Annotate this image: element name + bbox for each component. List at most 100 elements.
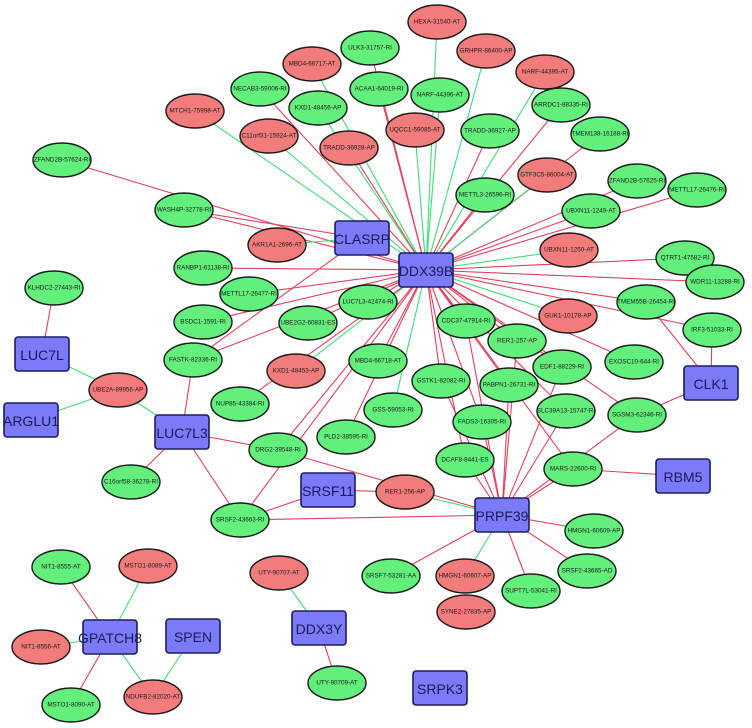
- node-ellipse[interactable]: [118, 548, 178, 584]
- node-srsf2-43665-ad[interactable]: SRSF2-43665-AD: [557, 553, 617, 589]
- node-ellipse[interactable]: [561, 193, 621, 229]
- hub-luc7l3[interactable]: LUC7L3: [154, 414, 210, 450]
- node-ellipse[interactable]: [557, 553, 617, 589]
- node-ellipse[interactable]: [532, 349, 592, 385]
- node-tradd-36928-ap[interactable]: TRADD-36928-AP: [319, 130, 379, 166]
- node-ellipse[interactable]: [348, 343, 408, 379]
- node-zfand2b-57624-ri[interactable]: ZFAND2B-57624-RI: [32, 142, 92, 178]
- node-ellipse[interactable]: [210, 502, 270, 538]
- node-ellipse[interactable]: [239, 118, 299, 154]
- hub-box[interactable]: [82, 619, 138, 655]
- node-hexa-31540-at[interactable]: HEXA-31540-AT: [407, 4, 467, 40]
- hub-prpf39[interactable]: PRPF39: [474, 497, 530, 533]
- node-ellipse[interactable]: [266, 353, 326, 389]
- node-ellipse[interactable]: [319, 130, 379, 166]
- node-ellipse[interactable]: [31, 549, 91, 585]
- node-acaa1-64019-ri[interactable]: ACAA1-64019-RI: [349, 71, 409, 107]
- node-ellipse[interactable]: [487, 323, 547, 359]
- node-ellipse[interactable]: [410, 77, 470, 113]
- node-qtrt1-47582-ri[interactable]: QTRT1-47582-RI: [655, 240, 715, 276]
- node-narf-44396-at[interactable]: NARF-44396-AT: [410, 77, 470, 113]
- node-ellipse[interactable]: [667, 172, 727, 208]
- node-kxd1-48456-ap[interactable]: KXD1-48456-AP: [288, 90, 348, 126]
- node-ellipse[interactable]: [456, 33, 516, 69]
- node-ellipse[interactable]: [455, 177, 515, 213]
- node-gtf3c5-86004-at[interactable]: GTF3C5-86004-AT: [517, 157, 577, 193]
- node-c16orf58-36278-ri[interactable]: C16orf58-36278-RI: [101, 464, 161, 500]
- hub-box[interactable]: [3, 402, 59, 438]
- node-tradd-36927-ap[interactable]: TRADD-36927-AP: [460, 113, 520, 149]
- hub-luc7l[interactable]: LUC7L: [14, 336, 70, 372]
- node-irf3-51033-ri[interactable]: IRF3-51033-RI: [682, 312, 742, 348]
- node-srsf7-53281-aa[interactable]: SRSF7-53281-AA: [361, 558, 421, 594]
- node-ellipse[interactable]: [363, 392, 423, 428]
- hub-ddx39b[interactable]: DDX39B: [398, 252, 454, 288]
- node-nit1-8555-at[interactable]: NIT1-8555-AT: [31, 549, 91, 585]
- node-ellipse[interactable]: [307, 665, 367, 701]
- node-grhpr-86400-ap[interactable]: GRHPR-86400-AP: [456, 33, 516, 69]
- node-gss-59053-ri[interactable]: GSS-59053-RI: [363, 392, 423, 428]
- node-ellipse[interactable]: [123, 679, 183, 715]
- hub-box[interactable]: [14, 336, 70, 372]
- node-ellipse[interactable]: [163, 342, 223, 378]
- hub-srpk3[interactable]: SRPK3: [412, 670, 468, 706]
- node-uty-90709-at[interactable]: UTY-90709-AT: [307, 665, 367, 701]
- node-ellipse[interactable]: [616, 284, 676, 320]
- node-ellipse[interactable]: [316, 419, 376, 455]
- node-ube2g2-60831-es[interactable]: UBE2G2-60831-ES: [278, 305, 338, 341]
- node-ellipse[interactable]: [349, 71, 409, 107]
- node-ellipse[interactable]: [24, 270, 84, 306]
- node-tmem55b-26454-ri[interactable]: TMEM55B-26454-RI: [616, 284, 676, 320]
- node-zfand2b-57625-ri[interactable]: ZFAND2B-57625-RI: [607, 163, 667, 199]
- node-ellipse[interactable]: [501, 573, 561, 609]
- node-ellipse[interactable]: [11, 629, 71, 665]
- node-ndufb2-82020-at[interactable]: NDUFB2-82020-AT: [123, 679, 183, 715]
- node-syne2-27835-ap[interactable]: SYNE2-27835-AP: [436, 594, 496, 630]
- node-mbd4-66717-at[interactable]: MBD4-66717-AT: [282, 46, 342, 82]
- node-ellipse[interactable]: [385, 112, 445, 148]
- node-ellipse[interactable]: [435, 442, 495, 478]
- node-mettl17-26477-ri[interactable]: METTL17-26477-RI: [219, 276, 279, 312]
- hub-arglu1[interactable]: ARGLU1: [3, 402, 59, 438]
- node-nup85-43384-ri[interactable]: NUP85-43384-RI: [210, 386, 270, 422]
- hub-box[interactable]: [398, 252, 454, 288]
- node-ellipse[interactable]: [340, 30, 400, 66]
- node-ellipse[interactable]: [88, 372, 148, 408]
- hub-box[interactable]: [412, 670, 468, 706]
- node-c11orf31-15924-at[interactable]: C11orf31-15924-AT: [239, 118, 299, 154]
- node-ellipse[interactable]: [607, 397, 667, 433]
- hub-clasrp[interactable]: CLASRP: [334, 220, 390, 256]
- node-ellipse[interactable]: [247, 227, 307, 263]
- node-pabpn1-26731-ri[interactable]: PABPN1-26731-RI: [479, 367, 539, 403]
- node-ellipse[interactable]: [685, 264, 745, 300]
- node-mettl17-26476-ri[interactable]: METTL17-26476-RI: [667, 172, 727, 208]
- node-ellipse[interactable]: [230, 71, 290, 107]
- node-ellipse[interactable]: [288, 90, 348, 126]
- node-ellipse[interactable]: [165, 93, 225, 129]
- node-kxd1-48453-ap[interactable]: KXD1-48453-AP: [266, 353, 326, 389]
- node-supt7l-53041-ri[interactable]: SUPT7L-53041-RI: [501, 573, 561, 609]
- hub-box[interactable]: [300, 472, 356, 508]
- node-msto1-8090-at[interactable]: MSTO1-8090-AT: [41, 687, 101, 723]
- node-fads3-16305-ri[interactable]: FADS3-16305-RI: [452, 404, 512, 440]
- node-dcaf8-8441-es[interactable]: DCAF8-8441-ES: [435, 442, 495, 478]
- node-arrdc1-88335-ri[interactable]: ARRDC1-88335-RI: [531, 87, 591, 123]
- node-narf-44395-at[interactable]: NARF-44395-AT: [515, 54, 575, 90]
- node-mtch1-75998-at[interactable]: MTCH1-75998-AT: [165, 93, 225, 129]
- node-ellipse[interactable]: [564, 513, 624, 549]
- node-ellipse[interactable]: [219, 276, 279, 312]
- node-gstk1-82082-ri[interactable]: GSTK1-82082-RI: [411, 363, 471, 399]
- node-ulk3-31757-ri[interactable]: ULK3-31757-RI: [340, 30, 400, 66]
- node-cdc37-47914-ri[interactable]: CDC37-47914-RI: [436, 303, 496, 339]
- hub-srsf11[interactable]: SRSF11: [300, 472, 356, 508]
- node-ellipse[interactable]: [460, 113, 520, 149]
- node-ellipse[interactable]: [173, 304, 233, 340]
- node-uqcc1-59085-at[interactable]: UQCC1-59085-AT: [385, 112, 445, 148]
- node-bsdc1-1591-ri[interactable]: BSDC1-1591-RI: [173, 304, 233, 340]
- node-msto1-8089-at[interactable]: MSTO1-8089-AT: [118, 548, 178, 584]
- node-ellipse[interactable]: [539, 232, 599, 268]
- node-ellipse[interactable]: [604, 344, 664, 380]
- node-ellipse[interactable]: [435, 558, 495, 594]
- node-ellipse[interactable]: [32, 142, 92, 178]
- node-necab3-59006-ri[interactable]: NECAB3-59006-RI: [230, 71, 290, 107]
